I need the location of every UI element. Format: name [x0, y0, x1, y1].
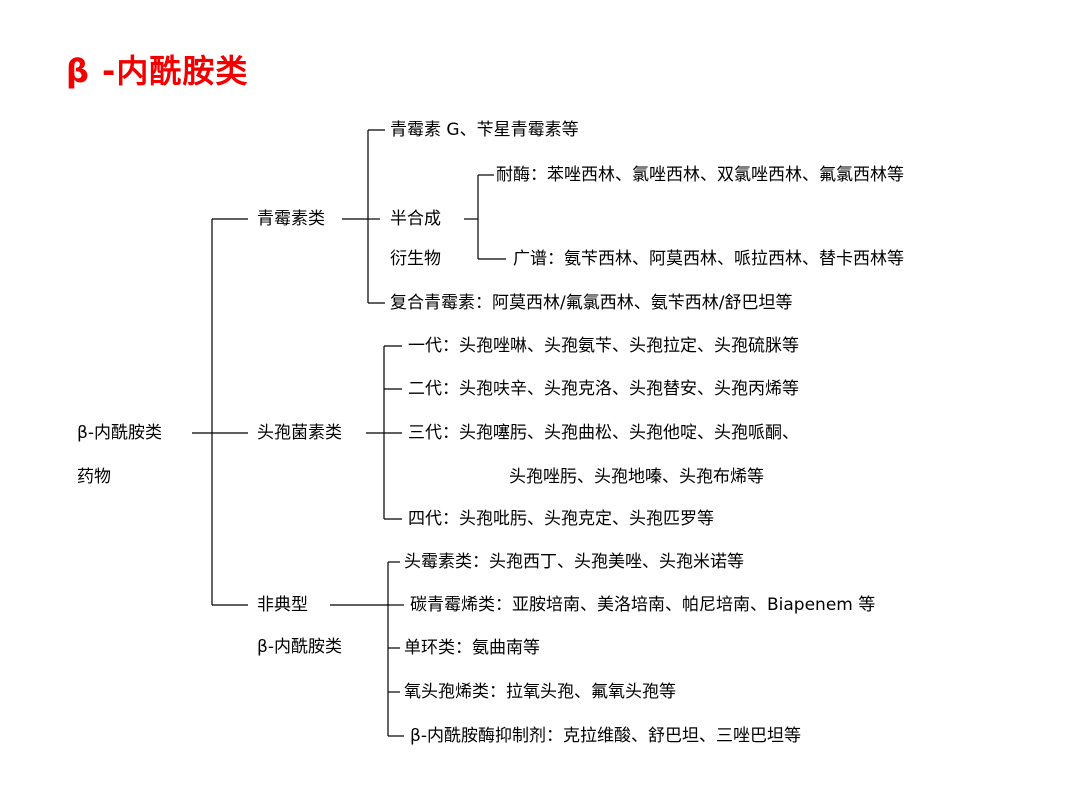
root-node-label-line2: 药物: [76, 466, 112, 488]
gen3-leaf-line2: 头孢唑肟、头孢地嗪、头孢布烯等: [508, 466, 765, 488]
penicillins-node: 青霉素类: [256, 208, 326, 230]
carbapenems-leaf: 碳青霉烯类：亚胺培南、美洛培南、帕尼培南、Biapenem 等: [409, 594, 877, 616]
gen2-leaf: 二代：头孢呋辛、头孢克洛、头孢替安、头孢丙烯等: [407, 378, 800, 400]
root-node-label: β-内酰胺类: [76, 422, 163, 444]
oxacephems-leaf: 氧头孢烯类：拉氧头孢、氟氧头孢等: [403, 681, 677, 703]
penicillin-g-leaf: 青霉素 G、苄星青霉素等: [389, 119, 580, 141]
atypical-node: 非典型: [256, 594, 309, 616]
monobactams-leaf: 单环类：氨曲南等: [403, 637, 541, 659]
semi-synthetic-node-line2: 衍生物: [389, 248, 442, 270]
gen1-leaf: 一代：头孢唑啉、头孢氨苄、头孢拉定、头孢硫脒等: [407, 335, 800, 357]
atypical-node-line2: β-内酰胺类: [256, 636, 343, 658]
gen3-leaf: 三代：头孢噻肟、头孢曲松、头孢他啶、头孢哌酮、: [407, 422, 800, 444]
broad-spectrum-leaf: 广谱：氨苄西林、阿莫西林、哌拉西林、替卡西林等: [512, 248, 905, 270]
compound-penicillin-leaf: 复合青霉素：阿莫西林/氟氯西林、氨苄西林/舒巴坦等: [389, 292, 794, 314]
semi-synthetic-node: 半合成: [389, 208, 442, 230]
gen4-leaf: 四代：头孢吡肟、头孢克定、头孢匹罗等: [407, 508, 715, 530]
cephamycins-leaf: 头霉素类：头孢西丁、头孢美唑、头孢米诺等: [403, 551, 745, 573]
cephalosporins-node: 头孢菌素类: [256, 422, 343, 444]
lactamase-inhibitors-leaf: β-内酰胺酶抑制剂：克拉维酸、舒巴坦、三唑巴坦等: [409, 725, 802, 747]
page-title: β -内酰胺类: [66, 52, 249, 90]
enzyme-resistant-leaf: 耐酶：苯唑西林、氯唑西林、双氯唑西林、氟氯西林等: [496, 165, 904, 185]
